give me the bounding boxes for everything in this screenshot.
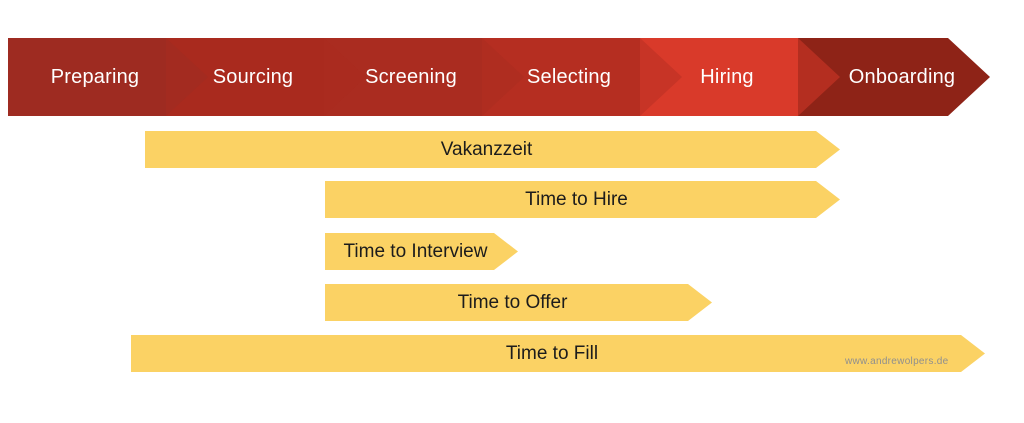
metric-bar-vakanzzeit: Vakanzzeit	[145, 131, 840, 168]
stage-sourcing: Sourcing	[166, 38, 324, 116]
watermark: www.andrewolpers.de	[845, 356, 949, 367]
stage-label: Onboarding	[848, 65, 956, 88]
metric-bar-time-to-hire: Time to Hire	[325, 181, 840, 218]
metric-bar-label: Time to Interview	[343, 240, 488, 262]
stage-label: Preparing	[50, 65, 140, 88]
metric-bar-label: Vakanzzeit	[440, 138, 533, 160]
stage-preparing: Preparing	[8, 38, 166, 116]
metric-bar-time-to-interview: Time to Interview	[325, 233, 518, 270]
metric-bar-label: Time to Fill	[505, 342, 599, 364]
metric-bar-label: Time to Hire	[525, 188, 628, 210]
stage-label: Selecting	[526, 65, 612, 88]
stage-label: Screening	[365, 65, 457, 88]
stage-label: Sourcing	[212, 65, 294, 88]
metric-bar-label: Time to Offer	[457, 291, 568, 313]
stage-label: Hiring	[700, 65, 754, 88]
metric-bar-time-to-fill: Time to Fill	[131, 335, 985, 372]
metric-bar-time-to-offer: Time to Offer	[325, 284, 712, 321]
